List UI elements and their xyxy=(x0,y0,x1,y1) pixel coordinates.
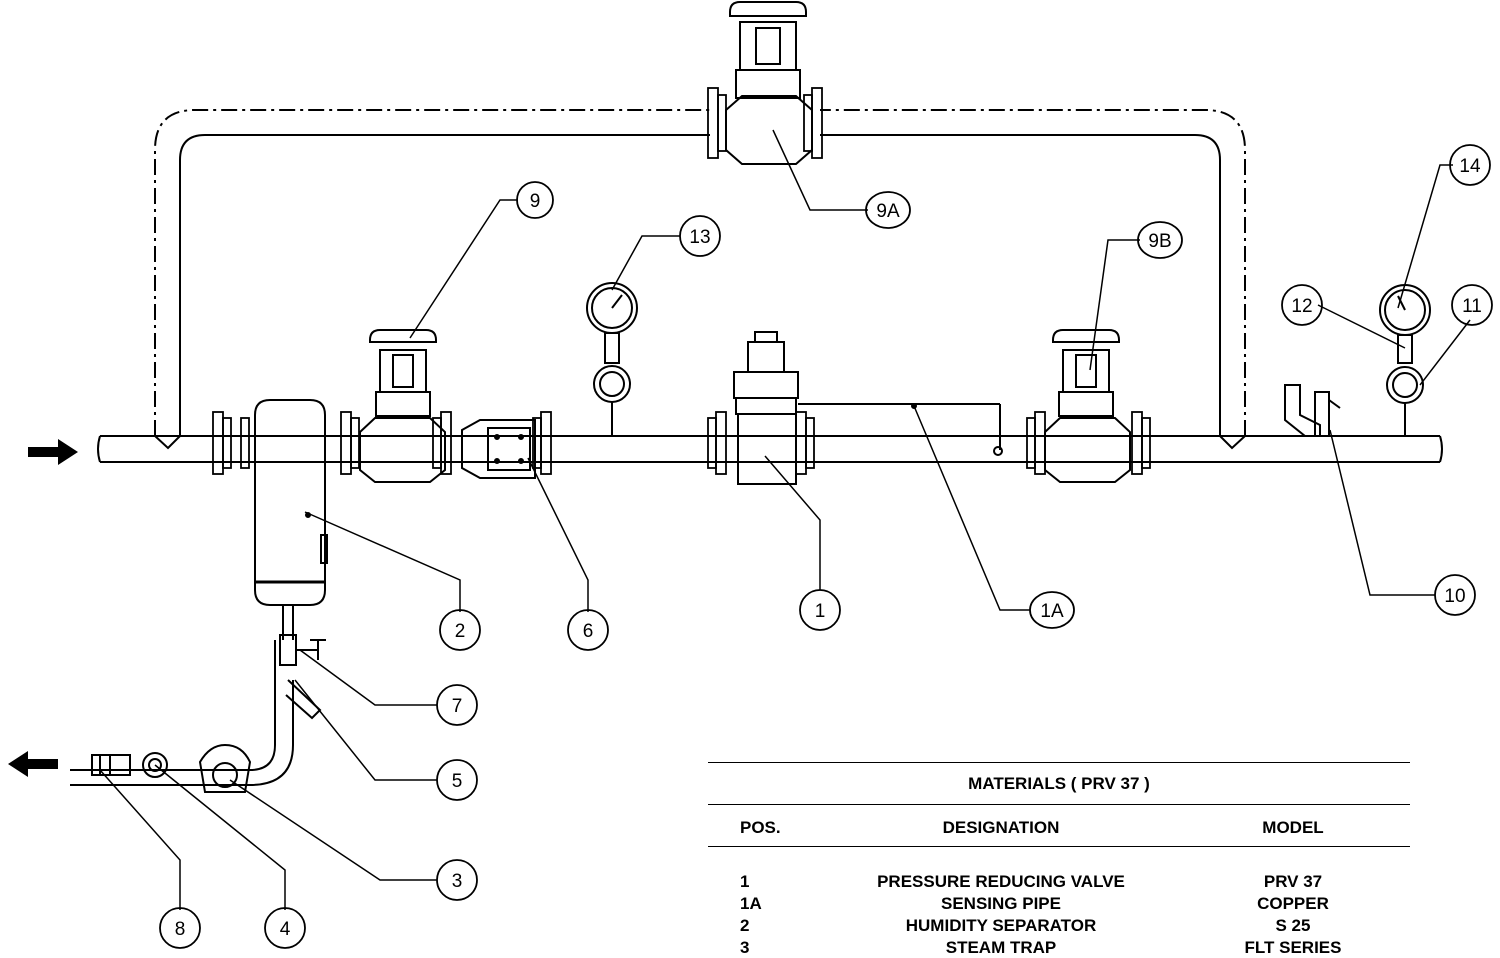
row-pos: 3 xyxy=(740,938,750,957)
safety-valve xyxy=(1284,384,1341,437)
callout-2: 2 xyxy=(439,609,481,651)
table-rule-header xyxy=(708,846,1410,847)
svg-text:1: 1 xyxy=(815,601,826,622)
svg-text:12: 12 xyxy=(1291,296,1312,317)
column-header-pos: POS. xyxy=(740,818,781,837)
callout-12: 12 xyxy=(1281,284,1323,326)
row-designation: SENSING PIPE xyxy=(941,894,1061,913)
svg-text:5: 5 xyxy=(452,771,463,792)
svg-text:7: 7 xyxy=(452,696,463,717)
row-designation: STEAM TRAP xyxy=(945,938,1057,957)
callout-9a: 9A xyxy=(865,191,911,229)
table-rule-top xyxy=(708,762,1410,763)
svg-text:1A: 1A xyxy=(1040,601,1064,622)
pressure-gauge-14 xyxy=(1379,284,1431,436)
strainer xyxy=(461,419,536,479)
row-model: COPPER xyxy=(1257,894,1329,913)
callout-1a: 1A xyxy=(1029,591,1075,629)
svg-text:3: 3 xyxy=(452,871,463,892)
svg-text:2: 2 xyxy=(455,621,466,642)
table-rule-title xyxy=(708,804,1410,805)
column-header-designation: DESIGNATION xyxy=(942,818,1060,837)
callout-9: 9 xyxy=(516,181,554,219)
callout-6: 6 xyxy=(567,609,609,651)
svg-text:9A: 9A xyxy=(876,201,900,222)
leader-lines xyxy=(99,129,1471,910)
flanges xyxy=(212,87,1151,475)
row-designation: HUMIDITY SEPARATOR xyxy=(905,916,1097,935)
callout-9b: 9B xyxy=(1137,221,1183,259)
gate-valve-9a xyxy=(725,1,813,165)
svg-text:11: 11 xyxy=(1462,296,1482,317)
gate-valve-9 xyxy=(359,329,446,483)
svg-text:9: 9 xyxy=(530,191,541,212)
callout-11: 11 xyxy=(1451,284,1493,326)
pressure-reducing-valve xyxy=(733,331,1003,485)
gate-valve-9b xyxy=(1044,329,1131,483)
row-pos: 1 xyxy=(740,872,750,891)
callout-4: 4 xyxy=(264,907,306,949)
column-header-model: MODEL xyxy=(1262,818,1324,837)
row-designation: PRESSURE REDUCING VALVE xyxy=(877,872,1125,891)
svg-text:13: 13 xyxy=(689,227,710,248)
callout-8: 8 xyxy=(159,907,201,949)
callout-bubbles: 9 9A 13 9B 14 12 11 2 6 1 1A 10 7 5 3 4 … xyxy=(159,144,1493,949)
drain-line xyxy=(70,634,326,793)
svg-text:10: 10 xyxy=(1444,586,1465,607)
row-pos: 2 xyxy=(740,916,750,935)
callout-14: 14 xyxy=(1449,144,1491,186)
outlet-arrow-icon xyxy=(8,751,58,777)
row-model: PRV 37 xyxy=(1263,872,1323,891)
svg-text:6: 6 xyxy=(583,621,594,642)
svg-text:4: 4 xyxy=(280,919,291,940)
inlet-arrow-icon xyxy=(28,439,78,465)
table-title: MATERIALS ( PRV 37 ) xyxy=(968,774,1150,793)
callout-3: 3 xyxy=(436,859,478,901)
bypass-pipe xyxy=(154,109,1246,450)
callout-7: 7 xyxy=(436,684,478,726)
svg-text:9B: 9B xyxy=(1148,231,1171,252)
callout-5: 5 xyxy=(436,759,478,801)
row-model: S 25 xyxy=(1275,916,1311,935)
svg-text:8: 8 xyxy=(175,919,186,940)
pressure-gauge-13 xyxy=(586,282,638,436)
callout-13: 13 xyxy=(679,215,721,257)
svg-text:14: 14 xyxy=(1459,156,1481,177)
callout-10: 10 xyxy=(1434,574,1476,616)
row-pos: 1A xyxy=(740,894,762,913)
row-model: FLT SERIES xyxy=(1244,938,1342,957)
callout-1: 1 xyxy=(799,589,841,631)
